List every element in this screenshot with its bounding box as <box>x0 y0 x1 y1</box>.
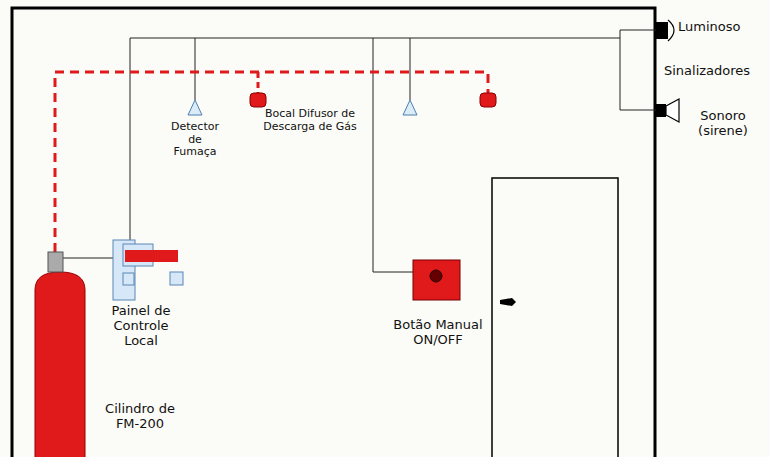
siren <box>666 99 679 122</box>
smoke-detector <box>403 100 417 115</box>
gas-pipe <box>55 72 488 252</box>
nozzle <box>250 93 266 107</box>
wiring <box>62 30 656 272</box>
panel-key <box>123 273 134 285</box>
part-label: Detector de Fumaça <box>166 121 224 159</box>
signal-label: Sonoro (sirene) <box>688 109 758 139</box>
cylinder-valve <box>48 252 63 272</box>
door-handle <box>500 298 516 306</box>
part-label: Cilindro de FM-200 <box>92 402 188 432</box>
group-label: Sinalizadores <box>664 64 750 79</box>
room-outline <box>12 8 655 457</box>
manual-button-box <box>413 260 460 300</box>
fm200-cylinder <box>35 272 85 457</box>
panel-bar <box>125 250 178 262</box>
manual-button <box>430 270 442 282</box>
panel-key <box>170 272 183 285</box>
nozzle <box>480 93 496 107</box>
siren <box>656 104 666 117</box>
signal-label: Luminoso <box>678 20 740 35</box>
light-signal <box>668 20 674 41</box>
door <box>492 178 618 457</box>
part-label: Bocal Difusor de Descarga de Gás <box>252 108 368 133</box>
part-label: Painel de Controle Local <box>100 304 182 349</box>
light-signal <box>656 22 668 39</box>
smoke-detector <box>188 100 202 115</box>
gas-pipe <box>257 72 260 94</box>
part-label: Botão Manual ON/OFF <box>386 318 490 348</box>
